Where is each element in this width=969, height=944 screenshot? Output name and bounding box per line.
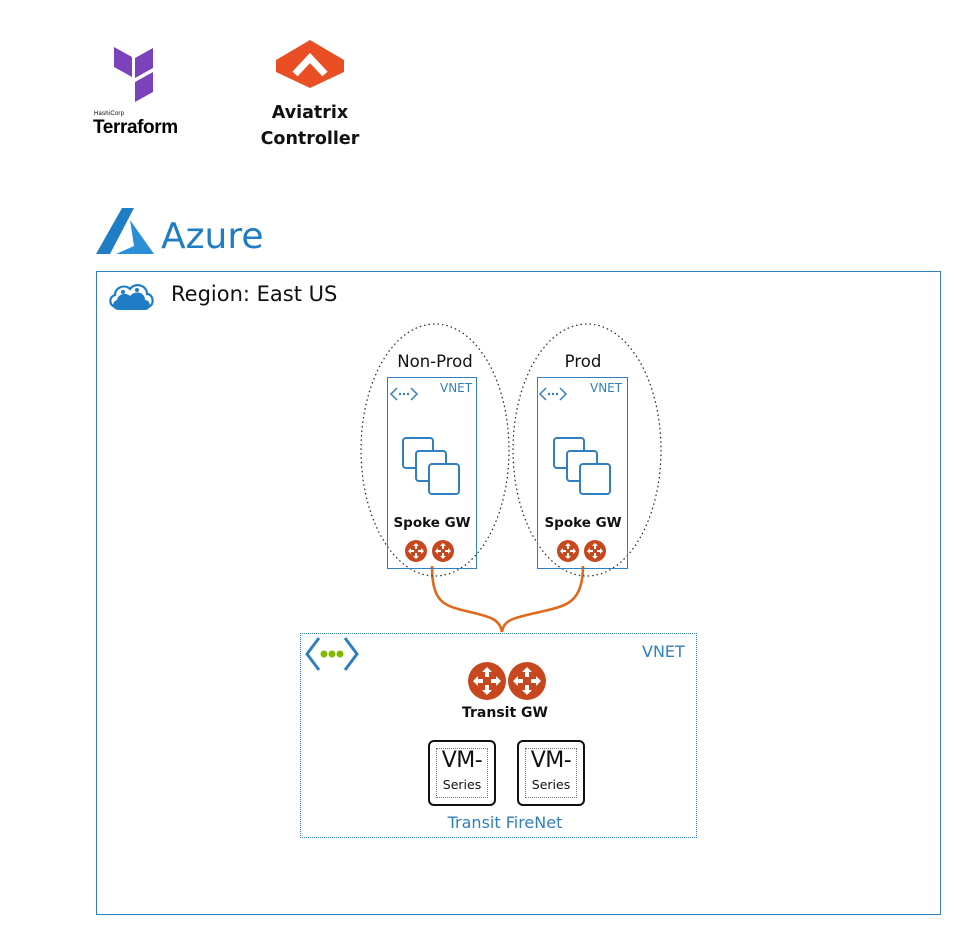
aviatrix-line1: Aviatrix (271, 103, 349, 123)
vm-series-firewall-1: VM- Series (428, 740, 496, 806)
gateway-icon (468, 662, 506, 700)
cloud-region-icon (109, 284, 154, 310)
spoke-gw-label-prod: Spoke GW (544, 515, 622, 531)
link-nonprod-transit (430, 565, 504, 633)
gateway-icon (508, 662, 546, 700)
vm-series-line1: VM- (530, 748, 572, 773)
gateway-icon (405, 540, 427, 562)
transit-vnet-tag: VNET (642, 642, 685, 661)
vnet-icon (389, 387, 419, 401)
gateway-icon (432, 540, 454, 562)
vnet-tag-non-prod: VNET (440, 381, 473, 395)
vm-stack-icon (553, 437, 611, 495)
env-label-prod: Prod (564, 352, 602, 371)
transit-gateway-pair-icon (468, 662, 546, 700)
azure-icon (96, 208, 154, 254)
transit-vnet (300, 633, 697, 838)
vm-series-line2: Series (442, 777, 482, 792)
vm-series-firewall-2: VM- Series (517, 740, 585, 806)
gateway-pair-icon (557, 540, 606, 562)
aviatrix-line2: Controller (260, 129, 360, 149)
spoke-gw-label-non-prod: Spoke GW (393, 515, 471, 531)
vnet-icon (538, 387, 568, 401)
region-box (96, 271, 941, 915)
region-label: Region: East US (171, 282, 338, 306)
terraform-product: Terraform (93, 117, 178, 138)
spoke-vnet-prod (537, 377, 628, 569)
aviatrix-icon (276, 40, 344, 88)
vm-series-line1: VM- (441, 748, 483, 773)
aviatrix-logo: Aviatrix Controller (250, 38, 370, 158)
gateway-icon (557, 540, 579, 562)
gateway-icon (584, 540, 606, 562)
vnet-icon (305, 637, 359, 671)
gateway-pair-icon (405, 540, 454, 562)
link-prod-transit (500, 565, 585, 633)
spoke-vnet-non-prod (387, 377, 477, 569)
transit-gw-label: Transit GW (462, 705, 548, 721)
transit-firenet-label: Transit FireNet (447, 813, 563, 832)
ellipse-prod (512, 323, 662, 577)
vm-stack-icon (402, 437, 460, 495)
vnet-tag-prod: VNET (590, 381, 623, 395)
terraform-vendor: HashiCorp (94, 111, 125, 117)
cloud-name: Azure (161, 216, 264, 257)
env-label-non-prod: Non-Prod (397, 352, 473, 371)
vm-series-line2: Series (531, 777, 571, 792)
terraform-logo: HashiCorp Terraform (92, 45, 192, 145)
ellipse-non-prod (360, 323, 510, 577)
terraform-icon (114, 47, 153, 102)
